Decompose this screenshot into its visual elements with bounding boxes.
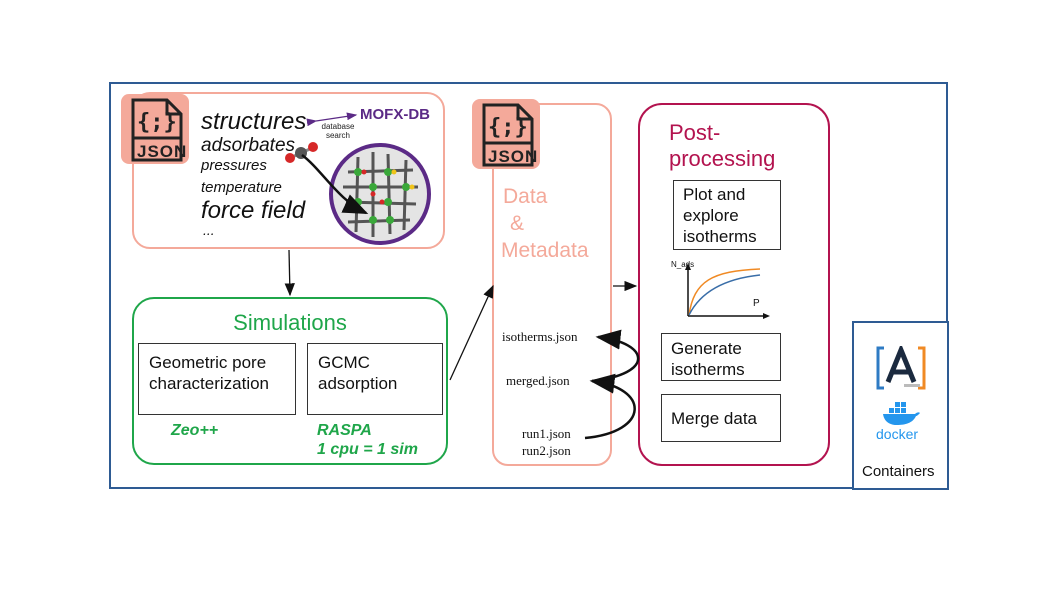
word-structures: structures <box>201 108 307 135</box>
isotherm-mini-plot <box>672 261 772 326</box>
plot-y-label: N_ads <box>671 260 695 269</box>
docker-whale-icon <box>881 400 921 431</box>
docker-label: docker <box>876 426 919 442</box>
mofxdb-label: MOFX-DB <box>360 106 430 123</box>
arrow-merged-to-isotherms <box>591 329 640 383</box>
json-label: JSON <box>137 142 188 161</box>
gcmc-adsorption-box: GCMC adsorption <box>307 343 443 415</box>
word-adsorbates: adsorbates <box>201 135 296 156</box>
data-title-line2: & <box>510 212 525 235</box>
zeo-tool-label: Zeo++ <box>171 422 219 439</box>
aiida-logo-icon <box>876 343 926 395</box>
data-title-line1: Data <box>503 185 548 208</box>
cpu-note-label: 1 cpu = 1 sim <box>317 441 418 458</box>
workflow-frame <box>109 82 948 489</box>
file-run2: run2.json <box>522 443 571 458</box>
arrow-simulations-to-data <box>449 284 494 381</box>
arrow-adsorbate-to-mof <box>301 154 369 215</box>
geometric-pore-box: Geometric pore characterization <box>138 343 296 415</box>
post-title-line2: processing <box>669 146 776 171</box>
containers-label: Containers <box>862 463 935 480</box>
arrow-database-search <box>306 112 358 127</box>
json-file-icon <box>480 103 536 172</box>
file-run1: run1.json <box>522 426 571 441</box>
word-ellipsis: ... <box>203 222 215 238</box>
generate-isotherms-box: Generate isotherms <box>661 333 781 381</box>
post-title-line1: Post- <box>669 120 721 145</box>
json-file-icon <box>129 98 185 167</box>
raspa-tool-label: RASPA <box>317 422 372 439</box>
file-merged: merged.json <box>506 373 570 388</box>
json-glyph: {;} <box>137 110 177 135</box>
word-temperature: temperature <box>201 179 282 196</box>
plot-x-label: P <box>753 298 760 309</box>
arrow-run-to-merged <box>584 373 636 440</box>
mof-structure-image <box>328 142 432 251</box>
word-force-field: force field <box>201 197 306 224</box>
arrow-inputs-to-simulations <box>284 249 295 297</box>
file-isotherms: isotherms.json <box>502 329 578 344</box>
json-glyph: {;} <box>488 115 528 140</box>
data-title-line3: Metadata <box>501 239 589 262</box>
simulations-title: Simulations <box>233 310 347 335</box>
merge-data-box: Merge data <box>661 394 781 442</box>
json-label: JSON <box>488 147 539 166</box>
word-pressures: pressures <box>201 157 267 174</box>
plot-explore-box: Plot and explore isotherms <box>673 180 781 250</box>
